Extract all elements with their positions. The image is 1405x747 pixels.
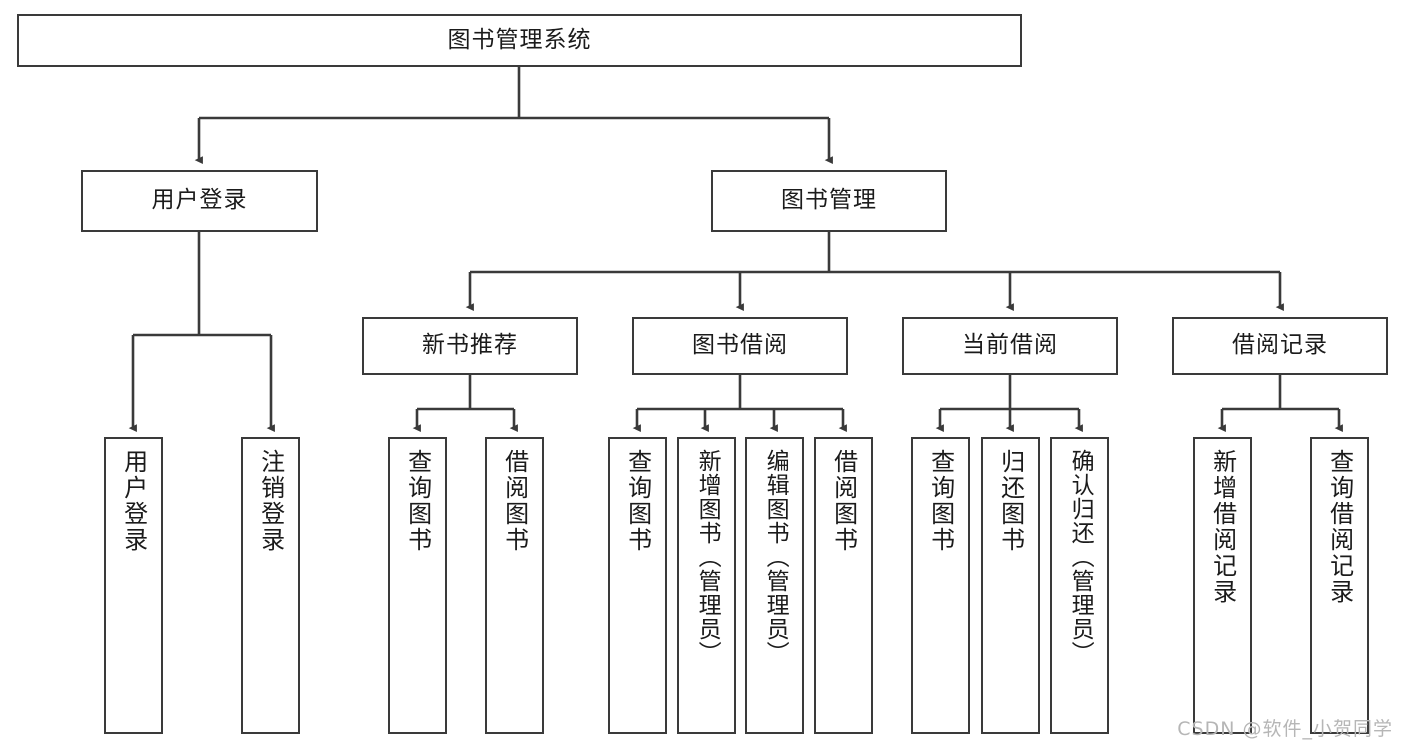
node-label: 编辑图书（管理员） [762, 449, 789, 665]
leaf-user-login[interactable]: 用户登录 [104, 437, 163, 734]
node-book-management[interactable]: 图书管理 [711, 170, 947, 232]
leaf-records-query-record[interactable]: 查询借阅记录 [1310, 437, 1369, 734]
node-label: 图书管理系统 [447, 26, 592, 53]
node-label: 新增借阅记录 [1208, 449, 1237, 605]
leaf-borrow-add-book-admin[interactable]: 新增图书（管理员） [677, 437, 736, 734]
leaf-borrow-edit-book-admin[interactable]: 编辑图书（管理员） [745, 437, 804, 734]
node-label: 新书推荐 [422, 332, 518, 359]
node-root-system[interactable]: 图书管理系统 [17, 14, 1022, 67]
node-label: 图书借阅 [692, 332, 788, 359]
node-label: 借阅图书 [829, 449, 858, 553]
leaf-current-return-book[interactable]: 归还图书 [981, 437, 1040, 734]
node-book-borrow[interactable]: 图书借阅 [632, 317, 848, 375]
node-borrow-records[interactable]: 借阅记录 [1172, 317, 1388, 375]
leaf-current-confirm-return-admin[interactable]: 确认归还（管理员） [1050, 437, 1109, 734]
leaf-recommend-query-book[interactable]: 查询图书 [388, 437, 447, 734]
node-label: 查询图书 [403, 449, 432, 553]
node-label: 借阅图书 [500, 449, 529, 553]
node-label: 用户登录 [119, 449, 148, 553]
leaf-borrow-borrow-book[interactable]: 借阅图书 [814, 437, 873, 734]
node-label: 查询图书 [926, 449, 955, 553]
node-current-borrow[interactable]: 当前借阅 [902, 317, 1118, 375]
node-new-book-recommend[interactable]: 新书推荐 [362, 317, 578, 375]
leaf-logout[interactable]: 注销登录 [241, 437, 300, 734]
node-label: 确认归还（管理员） [1067, 449, 1094, 665]
node-label: 图书管理 [781, 187, 877, 214]
node-label: 借阅记录 [1232, 332, 1328, 359]
node-label: 归还图书 [996, 449, 1025, 553]
node-label: 新增图书（管理员） [694, 449, 721, 665]
node-label: 注销登录 [256, 449, 285, 553]
leaf-records-add-record[interactable]: 新增借阅记录 [1193, 437, 1252, 734]
leaf-recommend-borrow-book[interactable]: 借阅图书 [485, 437, 544, 734]
leaf-borrow-query-book[interactable]: 查询图书 [608, 437, 667, 734]
node-label: 用户登录 [151, 187, 248, 214]
node-label: 查询图书 [623, 449, 652, 553]
leaf-current-query-book[interactable]: 查询图书 [911, 437, 970, 734]
node-label: 当前借阅 [962, 332, 1058, 359]
node-user-login[interactable]: 用户登录 [81, 170, 318, 232]
node-label: 查询借阅记录 [1325, 449, 1354, 605]
